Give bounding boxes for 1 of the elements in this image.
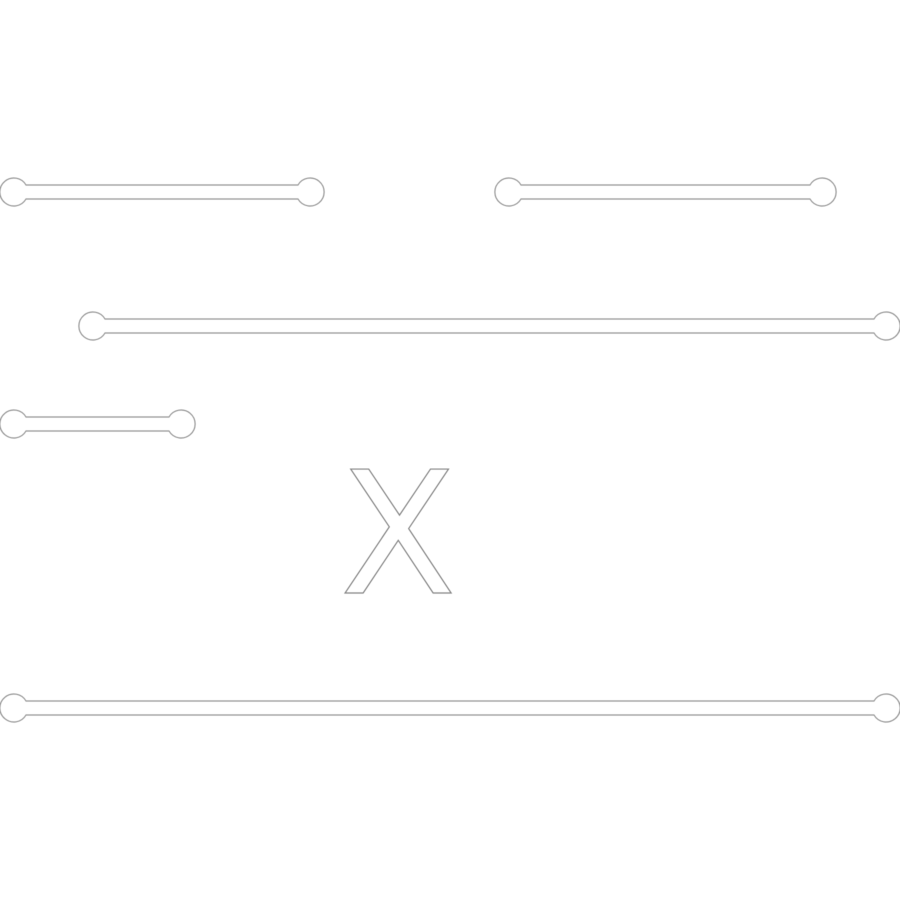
letter-label: X [340,450,456,620]
